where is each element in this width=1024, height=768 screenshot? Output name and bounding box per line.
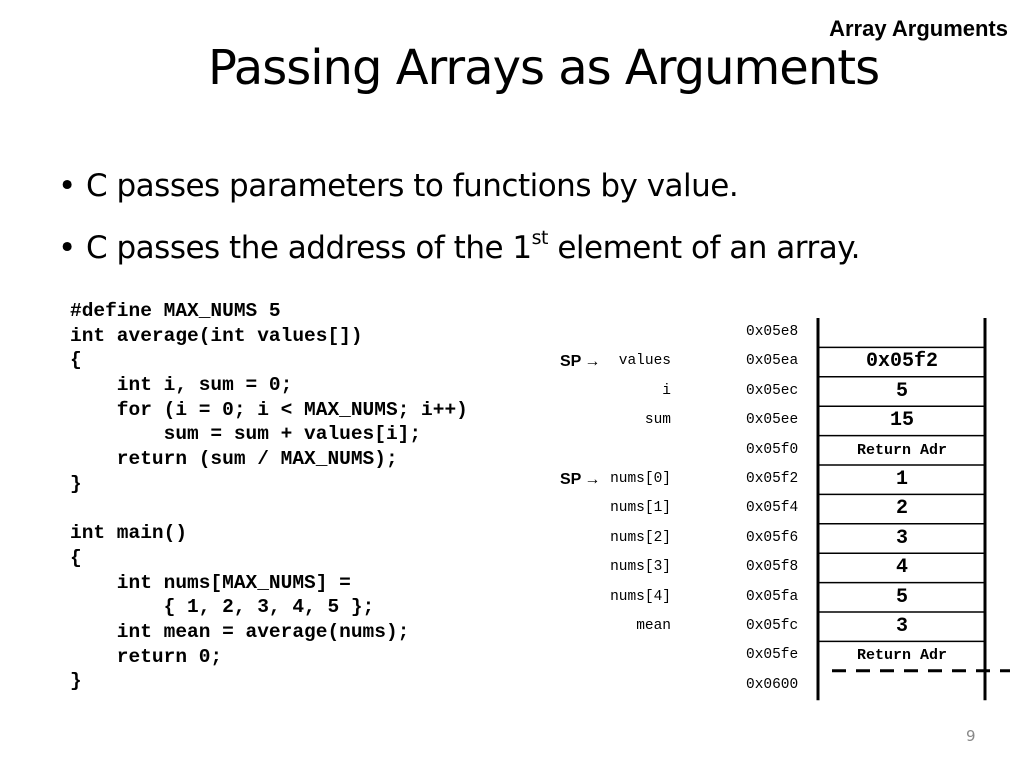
code-line: { 1, 2, 3, 4, 5 };	[70, 596, 375, 619]
memory-variable-label: nums[2]	[610, 529, 671, 546]
memory-address: 0x05ec	[746, 382, 799, 399]
memory-row: values 0x05ea 0x05f2	[0, 347, 1000, 376]
memory-variable-label: nums[1]	[610, 500, 671, 517]
arrow-right-icon: →	[584, 353, 601, 371]
memory-variable-label: i	[662, 382, 671, 399]
memory-cell-value: 3	[895, 526, 908, 550]
memory-address: 0x0600	[746, 676, 799, 693]
code-line: int mean = average(nums);	[70, 620, 410, 643]
memory-row: nums[1] 0x05f4 2	[0, 494, 1000, 523]
bullet-superscript: st	[531, 227, 549, 249]
code-line: {	[70, 546, 82, 569]
code-line: }	[70, 472, 82, 495]
bullet-text: C passes parameters to functions by valu…	[86, 168, 739, 204]
bullet-text-after: element of an array.	[547, 230, 860, 266]
stack-pointer-marker: SP→	[560, 471, 600, 489]
memory-cell-value: 15	[889, 409, 914, 433]
memory-row: nums[4] 0x05fa 5	[0, 583, 1000, 612]
code-line: return (sum / MAX_NUMS);	[70, 448, 398, 471]
code-line: }	[70, 670, 82, 693]
memory-address: 0x05fe	[746, 647, 799, 664]
memory-variable-label: mean	[636, 618, 671, 634]
memory-variable-label: sum	[644, 412, 671, 429]
bullet-dot-icon: •	[58, 168, 76, 204]
memory-variable-label: nums[4]	[610, 588, 671, 605]
memory-address: 0x05f6	[746, 529, 799, 546]
memory-row: 0x05f0 Return Adr	[0, 436, 1000, 465]
memory-cell-value: 5	[895, 379, 908, 403]
memory-row: 0x0600	[0, 671, 1000, 700]
memory-cell-value: 1	[895, 468, 908, 491]
page-number: 9	[966, 727, 976, 745]
memory-cell-value: Return Adr	[856, 441, 947, 459]
code-line: int nums[MAX_NUMS] =	[70, 571, 351, 594]
arrow-right-icon: →	[584, 471, 601, 488]
memory-row: 0x05e8	[0, 318, 1000, 347]
code-line: int average(int values[])	[70, 324, 363, 347]
memory-row: i 0x05ec 5	[0, 377, 1000, 406]
memory-address: 0x05ee	[746, 412, 799, 429]
memory-address: 0x05f4	[746, 500, 799, 517]
memory-address: 0x05fc	[746, 618, 799, 634]
memory-cell-value: 0x05f2	[865, 350, 938, 374]
code-line: int i, sum = 0;	[70, 374, 293, 397]
memory-row: sum 0x05ee 15	[0, 406, 1000, 435]
memory-address: 0x05f0	[746, 441, 799, 458]
bullet-dot-icon: •	[58, 230, 76, 266]
memory-cell-value: 2	[895, 497, 908, 521]
memory-cell-value: 4	[895, 556, 908, 580]
code-line: return 0;	[70, 645, 223, 668]
bullet-text-before: C passes the address of the 1	[86, 230, 532, 266]
memory-row: nums[0] 0x05f2 1	[0, 465, 1000, 494]
memory-row: 0x05fe Return Adr	[0, 641, 1000, 670]
code-line: {	[70, 349, 82, 372]
stack-pointer-label: SP	[560, 353, 582, 371]
bullet-item: • C passes parameters to functions by val…	[58, 168, 860, 230]
memory-cell-value: Return Adr	[856, 647, 947, 665]
memory-variable-label: nums[0]	[610, 471, 671, 487]
memory-row: nums[3] 0x05f8 4	[0, 553, 1000, 582]
slide-title: Passing Arrays as Arguments	[208, 40, 880, 96]
memory-address: 0x05f8	[746, 559, 799, 576]
memory-variable-label: nums[3]	[610, 559, 671, 576]
code-line: for (i = 0; i < MAX_NUMS; i++)	[70, 398, 468, 421]
memory-address: 0x05e8	[746, 324, 799, 340]
memory-cell-value: 3	[895, 615, 908, 638]
header-tag: Array Arguments	[829, 16, 1008, 41]
code-line: sum = sum + values[i];	[70, 423, 422, 446]
code-line: int main()	[70, 522, 188, 545]
memory-row: nums[2] 0x05f6 3	[0, 524, 1000, 553]
memory-row: mean 0x05fc 3	[0, 612, 1000, 641]
memory-address: 0x05f2	[746, 471, 799, 487]
code-line: #define MAX_NUMS 5	[70, 300, 281, 322]
bullet-list: • C passes parameters to functions by val…	[58, 168, 860, 292]
memory-variable-label: values	[618, 353, 671, 370]
stack-pointer-label: SP	[560, 471, 582, 488]
stack-pointer-marker: SP→	[560, 353, 600, 371]
memory-cell-value: 5	[895, 585, 908, 609]
memory-address: 0x05ea	[746, 353, 799, 370]
memory-address: 0x05fa	[746, 588, 799, 605]
bullet-item: • C passes the address of the 1st element…	[58, 227, 860, 292]
